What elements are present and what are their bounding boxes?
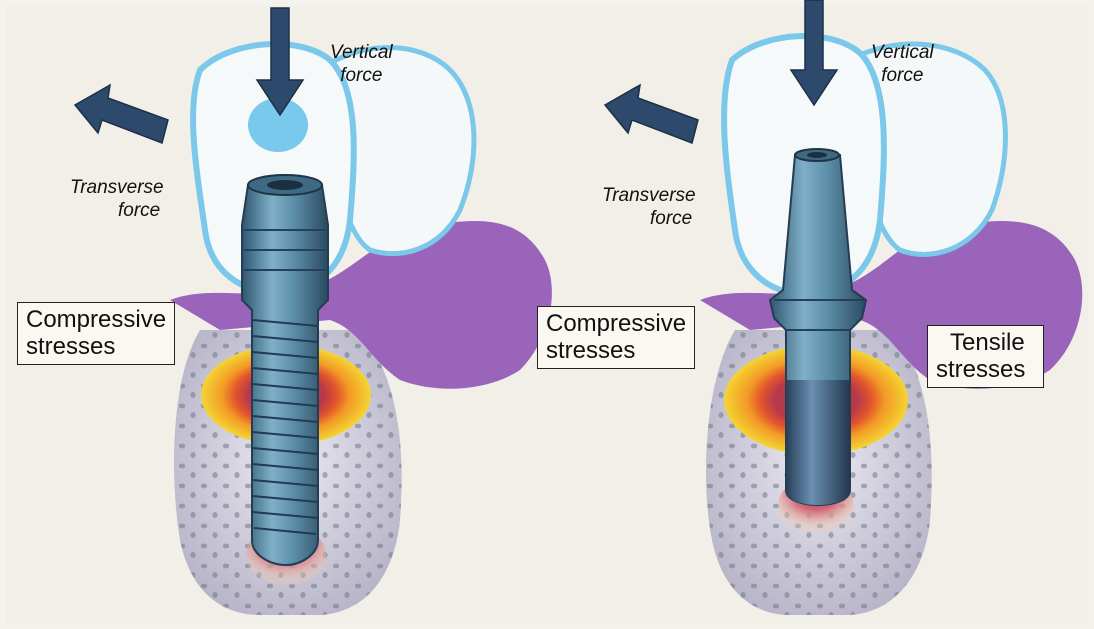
vertical-force-label: Vertical force: [330, 41, 393, 87]
label-line: Transverse: [70, 176, 164, 199]
transverse-force-label: Transverse force: [70, 176, 164, 222]
compressive-stresses-label: Compressive stresses: [17, 302, 175, 365]
label-line: force: [871, 64, 934, 87]
transverse-force-label: Transverse force: [602, 184, 696, 230]
label-line: stresses: [546, 337, 686, 364]
label-line: Compressive: [26, 306, 166, 333]
label-line: Tensile: [936, 329, 1025, 356]
label-line: stresses: [26, 333, 166, 360]
label-line: stresses: [936, 356, 1025, 383]
implant-screw: [242, 175, 328, 565]
vertical-force-label: Vertical force: [871, 41, 934, 87]
label-line: Transverse: [602, 184, 696, 207]
label-line: force: [602, 207, 696, 230]
tensile-stresses-label: Tensile stresses: [927, 325, 1044, 388]
label-line: Vertical: [330, 41, 393, 64]
label-line: force: [70, 199, 164, 222]
compressive-stresses-label: Compressive stresses: [537, 306, 695, 369]
label-line: Compressive: [546, 310, 686, 337]
label-line: force: [330, 64, 393, 87]
label-line: Vertical: [871, 41, 934, 64]
